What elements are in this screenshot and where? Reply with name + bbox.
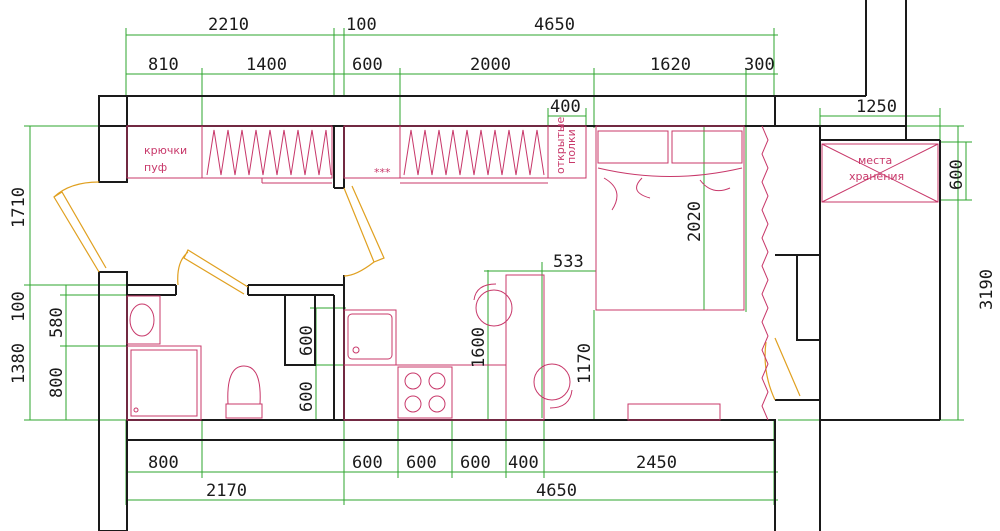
open-shelves-label: открытые bbox=[554, 116, 567, 174]
open-shelves bbox=[547, 125, 587, 179]
dim-bottom-600b: 600 bbox=[406, 453, 437, 473]
dim-left-800: 800 bbox=[47, 367, 67, 398]
dim-top-4650: 4650 bbox=[534, 15, 575, 35]
dining-table bbox=[473, 274, 573, 421]
dim-top-810: 810 bbox=[148, 55, 179, 75]
dim-storage-600: 600 bbox=[947, 159, 967, 190]
dim-shelf-400: 400 bbox=[550, 97, 581, 117]
storage-label-1: места bbox=[858, 154, 892, 167]
dim-bed-2020: 2020 bbox=[685, 201, 705, 242]
dim-top-2000: 2000 bbox=[470, 55, 511, 75]
dim-top-600: 600 bbox=[352, 55, 383, 75]
dim-storage-1250: 1250 bbox=[856, 97, 897, 117]
dim-1170: 1170 bbox=[575, 343, 595, 384]
kitchen-counter bbox=[343, 309, 507, 421]
dim-left-1710: 1710 bbox=[9, 187, 29, 228]
wardrobe-room bbox=[399, 125, 549, 179]
dim-bottom-800: 800 bbox=[148, 453, 179, 473]
dim-bottom-600c: 600 bbox=[460, 453, 491, 473]
bench bbox=[627, 403, 721, 421]
dim-top-100: 100 bbox=[346, 15, 377, 35]
dim-sink-600: 600 bbox=[297, 325, 317, 356]
dimension-labels: 2210 100 4650 810 1400 600 2000 1620 300… bbox=[9, 15, 997, 501]
bathroom-door bbox=[177, 249, 249, 295]
dim-left-1380: 1380 bbox=[9, 343, 29, 384]
walls bbox=[98, 0, 941, 531]
dim-bottom-400: 400 bbox=[508, 453, 539, 473]
hooks-label: крючки bbox=[144, 144, 187, 157]
dim-bottom-2170: 2170 bbox=[206, 481, 247, 501]
dim-bottom-2450: 2450 bbox=[636, 453, 677, 473]
curtain bbox=[761, 125, 769, 421]
room-labels: крючки пуф *** открытые полки места хран… bbox=[144, 116, 904, 183]
asterisks-label: *** bbox=[374, 166, 391, 179]
dimension-lines bbox=[24, 28, 972, 505]
dim-1600: 1600 bbox=[469, 327, 489, 368]
wardrobe-hall bbox=[201, 125, 333, 179]
pouf-label: пуф bbox=[144, 161, 167, 174]
dim-counter-600: 600 bbox=[297, 381, 317, 412]
dim-bottom-600a: 600 bbox=[352, 453, 383, 473]
dim-table-533: 533 bbox=[553, 252, 584, 272]
cabinet-narrow bbox=[343, 125, 401, 179]
doors bbox=[53, 181, 801, 401]
entrance-door bbox=[53, 181, 107, 273]
balcony-door bbox=[764, 337, 801, 401]
shelves-label: полки bbox=[565, 129, 578, 164]
dim-top-300: 300 bbox=[744, 55, 775, 75]
dim-top-1620: 1620 bbox=[650, 55, 691, 75]
room-door bbox=[343, 185, 385, 277]
storage-unit bbox=[821, 143, 939, 203]
double-bed bbox=[595, 125, 745, 311]
dim-top-1400: 1400 bbox=[246, 55, 287, 75]
dim-left-580: 580 bbox=[47, 307, 67, 338]
dim-bottom-4650: 4650 bbox=[536, 481, 577, 501]
dim-top-2210: 2210 bbox=[208, 15, 249, 35]
storage-label-2: хранения bbox=[849, 170, 904, 183]
dim-left-100: 100 bbox=[9, 291, 29, 322]
furniture bbox=[126, 125, 939, 421]
bathroom-fixtures bbox=[126, 295, 263, 421]
dim-right-3190: 3190 bbox=[977, 269, 997, 310]
